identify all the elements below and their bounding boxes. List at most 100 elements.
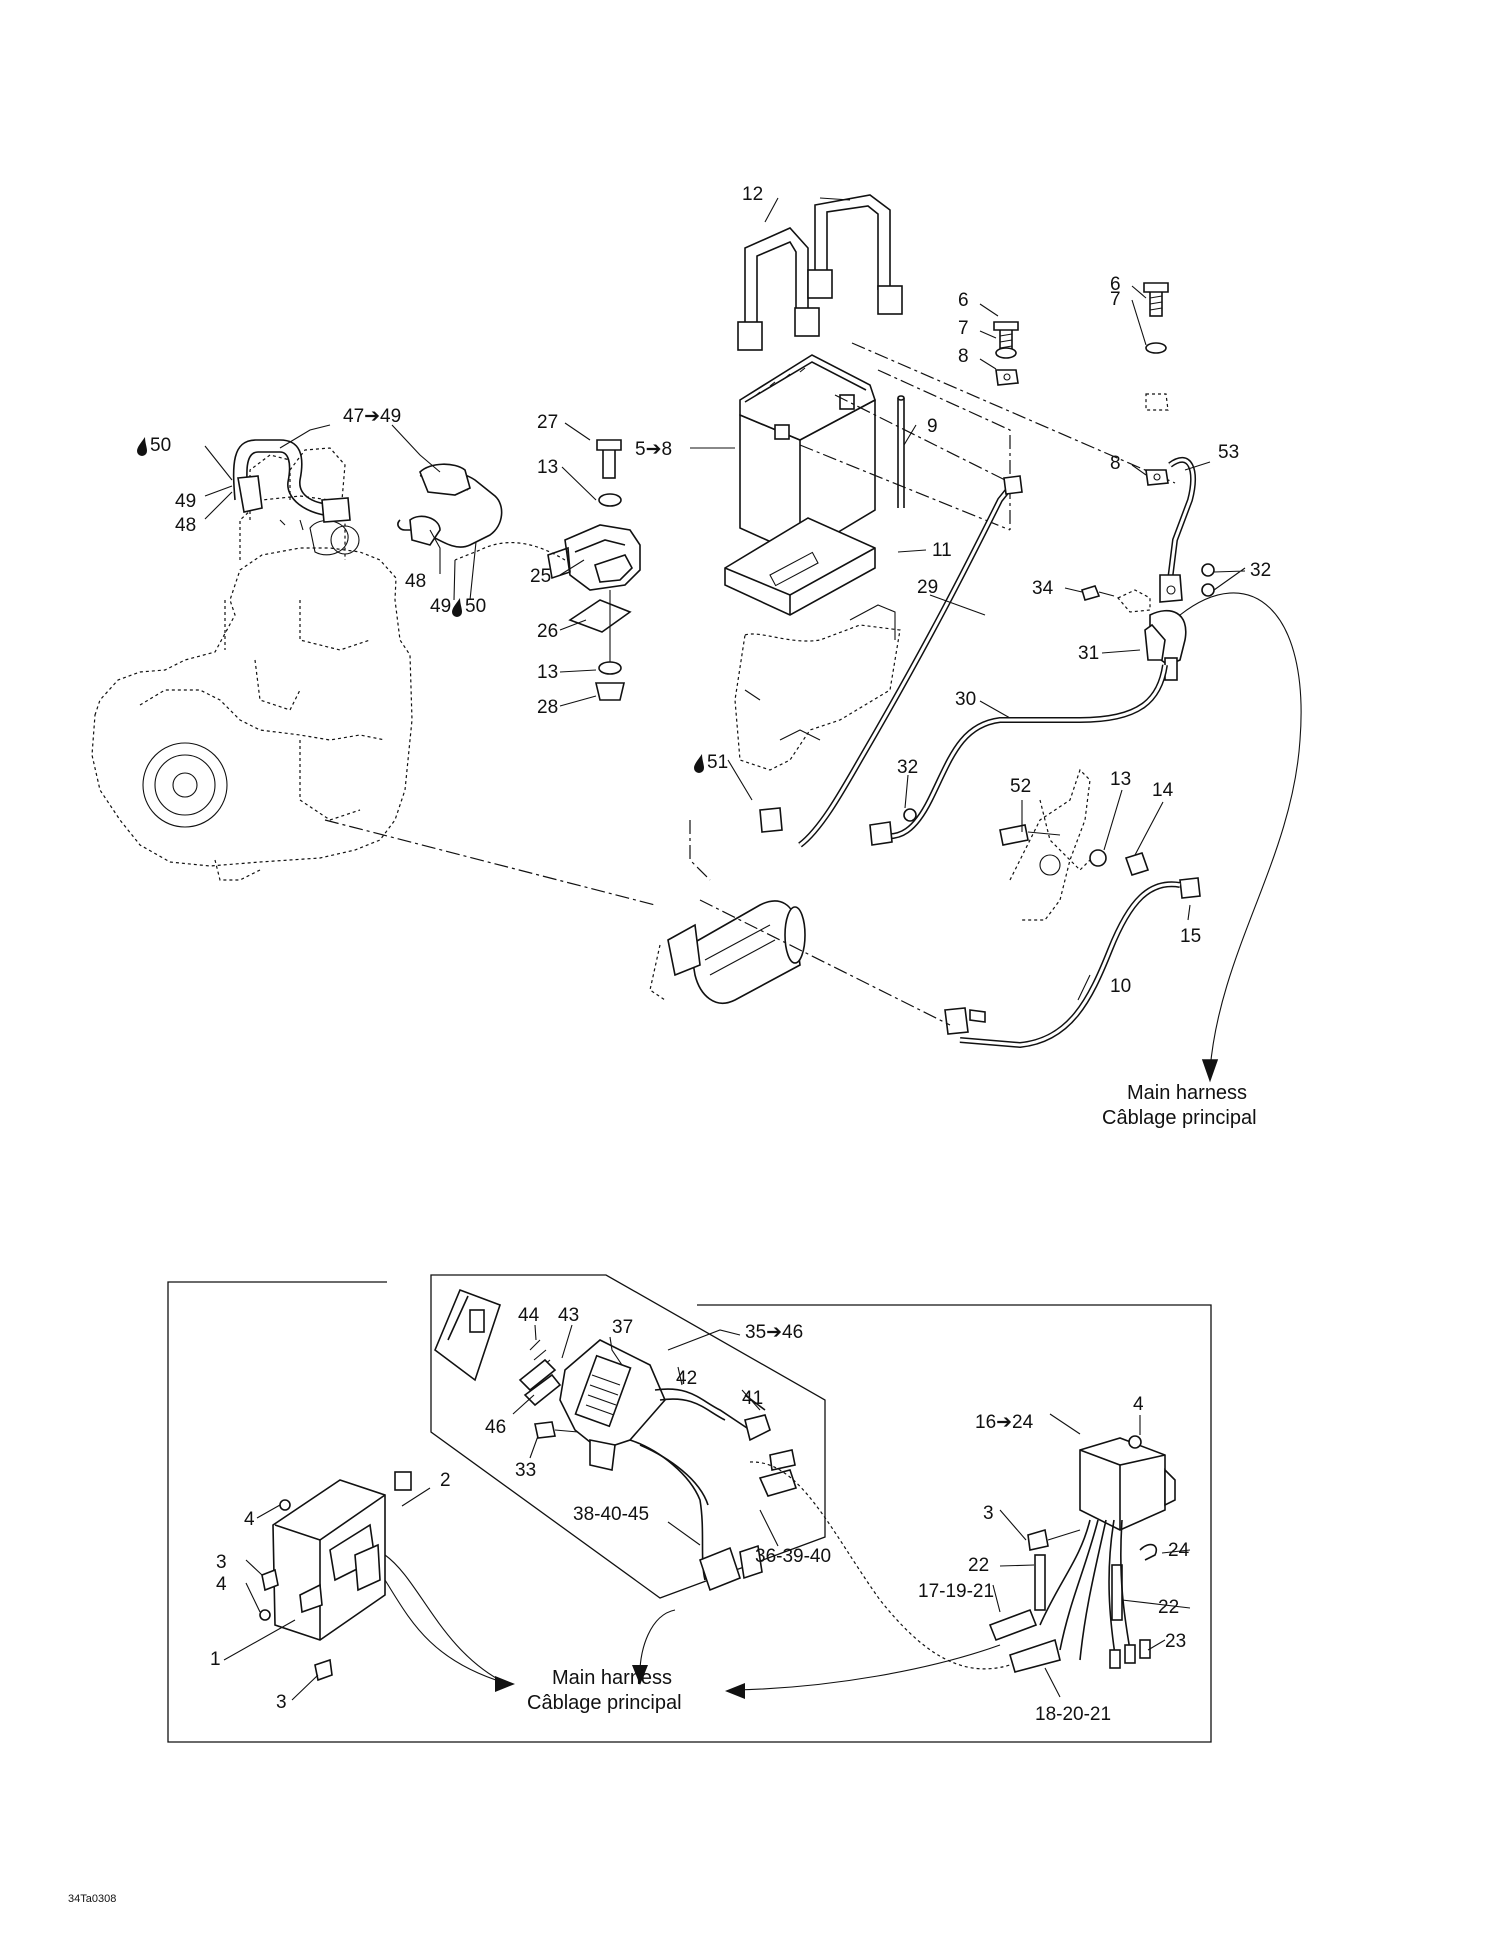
callout-22b: 22 [1158, 1597, 1179, 1618]
callout-42: 42 [676, 1368, 697, 1389]
callout-13a: 13 [537, 457, 558, 478]
ecu-module [259, 1471, 412, 1682]
harness-caption-bottom-line2: Câblage principal [527, 1692, 682, 1714]
callout-8a: 8 [958, 346, 969, 367]
callout-32b: 32 [897, 757, 918, 778]
callout-11: 11 [932, 540, 952, 561]
callout-50b: 50 [465, 596, 486, 617]
callout-29: 29 [917, 577, 938, 598]
output-connector [699, 1544, 763, 1592]
callout-6b: 6 [1110, 274, 1121, 295]
callout-7b: 7 [1110, 289, 1121, 310]
starter-solenoid [1081, 563, 1215, 681]
callout-35-46: 35➔46 [745, 1322, 803, 1343]
positive-cable [759, 475, 1023, 848]
callout-37: 37 [612, 1317, 633, 1338]
callout-4b: 4 [216, 1574, 227, 1595]
callout-52: 52 [1010, 776, 1031, 797]
callout-34: 34 [1032, 578, 1054, 599]
harness-caption-top-line1: Main harness [1127, 1082, 1247, 1104]
callout-5-8: 5➔8 [635, 439, 672, 460]
callout-23: 23 [1165, 1631, 1186, 1652]
oil-drop-icon [452, 598, 462, 617]
callout-31: 31 [1078, 643, 1099, 664]
callout-28: 28 [537, 697, 558, 718]
ecu-frame [167, 1274, 1212, 1743]
callout-24: 24 [1168, 1540, 1190, 1561]
harness-caption-bottom-line1: Main harness [552, 1667, 672, 1689]
callout-8b: 8 [1110, 453, 1121, 474]
battery-straps [737, 194, 903, 351]
battery [739, 342, 1176, 556]
callout-9: 9 [927, 416, 938, 437]
callout-3b: 3 [276, 1692, 287, 1713]
callout-6a: 6 [958, 290, 969, 311]
reference-code: 34Ta0308 [68, 1893, 116, 1905]
callout-18-20-21: 18-20-21 [1035, 1704, 1111, 1725]
bolt-stack-right [1143, 282, 1169, 486]
callout-16-24: 16➔24 [975, 1412, 1034, 1433]
harness-lead-top [1179, 592, 1302, 1071]
bottom-harness-leads [384, 1461, 1011, 1699]
callout-25: 25 [530, 566, 551, 587]
harness-arrow-top [1201, 1059, 1219, 1083]
callout-7a: 7 [958, 318, 969, 339]
callout-labels: 12 6 7 8 6 7 8 53 47➔49 50 49 48 48 49 5… [150, 184, 1271, 1725]
callout-12: 12 [742, 184, 763, 205]
callout-49a: 49 [175, 491, 196, 512]
callout-47-49: 47➔49 [343, 406, 401, 427]
oil-drop-icon [137, 437, 147, 456]
callout-17-19-21: 17-19-21 [918, 1581, 994, 1602]
callout-27: 27 [537, 412, 558, 433]
bolt-stack-mid [993, 321, 1019, 386]
oil-drop-icons [137, 437, 704, 773]
callout-49b: 49 [430, 596, 451, 617]
leader-lines [204, 197, 1246, 1701]
callout-30: 30 [955, 689, 976, 710]
harness-caption-bottom: Main harness Câblage principal [527, 1667, 682, 1714]
callout-1: 1 [210, 1649, 221, 1670]
callout-51: 51 [707, 752, 728, 773]
callout-33: 33 [515, 1460, 536, 1481]
callout-26: 26 [537, 621, 558, 642]
callout-41: 41 [742, 1388, 763, 1409]
callout-10: 10 [1110, 976, 1131, 997]
callout-13c: 13 [1110, 769, 1131, 790]
callout-2: 2 [440, 1470, 451, 1491]
ignition-coil [454, 439, 641, 701]
callout-38-40-45: 38-40-45 [573, 1504, 649, 1525]
callout-4c: 4 [1133, 1394, 1144, 1415]
ground-cable [1159, 456, 1197, 603]
callout-4a: 4 [244, 1509, 255, 1530]
callout-14: 14 [1152, 780, 1174, 801]
oil-drop-icon [694, 754, 704, 773]
callout-53: 53 [1218, 442, 1239, 463]
frame-bracket [999, 768, 1201, 921]
rectifier [534, 1339, 666, 1471]
callout-3c: 3 [983, 1503, 994, 1524]
callout-32a: 32 [1250, 560, 1271, 581]
harness-caption-top: Main harness Câblage principal [1102, 1082, 1257, 1129]
callout-50a: 50 [150, 435, 171, 456]
callout-48b: 48 [405, 571, 426, 592]
callout-44: 44 [518, 1305, 540, 1326]
starter-motor [649, 900, 806, 1004]
callout-3a: 3 [216, 1552, 227, 1573]
callout-43: 43 [558, 1305, 579, 1326]
callout-13b: 13 [537, 662, 558, 683]
solenoid-cable [869, 664, 1168, 846]
callout-46: 46 [485, 1417, 506, 1438]
breather-hose [232, 439, 503, 548]
battery-tray [724, 517, 901, 771]
callout-48a: 48 [175, 515, 196, 536]
harness-caption-top-line2: Câblage principal [1102, 1107, 1257, 1129]
voltage-regulator [988, 1435, 1176, 1673]
engine-assembly [91, 447, 413, 881]
connector-housing [434, 1288, 562, 1407]
callout-15: 15 [1180, 926, 1201, 947]
ground-cable-10 [944, 881, 1181, 1049]
callout-36-39-40: 36-39-40 [755, 1546, 831, 1567]
callout-22a: 22 [968, 1555, 989, 1576]
vent-tube [897, 395, 905, 508]
